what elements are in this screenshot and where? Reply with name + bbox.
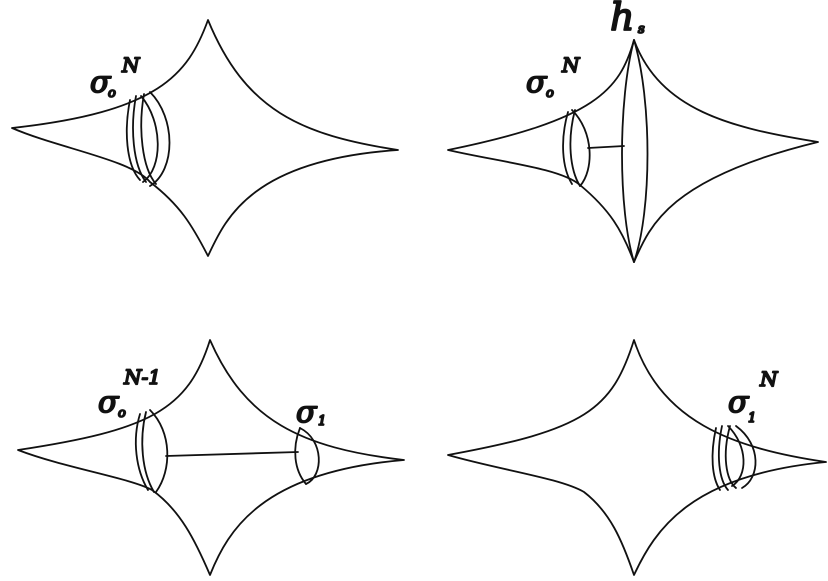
four-cusp-surface — [12, 20, 398, 256]
connecting-line — [588, 146, 624, 148]
sigma-superscript: N — [561, 53, 581, 77]
label-sigma: σ o N — [90, 53, 141, 101]
connecting-line — [166, 452, 298, 456]
label-sigma: σ 1 N — [728, 367, 779, 426]
sigma0-circles-stack — [136, 410, 168, 492]
four-cusp-surface — [18, 340, 404, 575]
label-sigma1: σ 1 — [296, 395, 326, 430]
sigma-subscript: o — [108, 86, 116, 101]
sigma-subscript: o — [546, 86, 554, 101]
sigma-symbol: σ — [728, 385, 750, 420]
sigma-circles-stack — [127, 92, 170, 186]
sigma-symbol: σ — [526, 65, 548, 100]
panel-top-left: σ o N — [12, 20, 398, 256]
separating-h-ellipse — [622, 40, 648, 262]
panel-bottom-right: σ 1 N — [448, 340, 826, 575]
h-symbol: h — [610, 0, 634, 39]
four-cusp-surface — [448, 40, 818, 262]
sigma-circles-stack — [563, 110, 590, 186]
sigma0-superscript: N-1 — [123, 365, 161, 389]
sigma-subscript: 1 — [748, 411, 756, 426]
sigma-superscript: N — [121, 53, 141, 77]
panel-top-right: σ o N h s — [448, 0, 818, 262]
label-h: h s — [610, 0, 645, 39]
sigma1-subscript: 1 — [318, 414, 326, 429]
sigma-circles-stack — [713, 426, 756, 490]
sigma0-symbol: σ — [98, 385, 120, 420]
label-sigma: σ o N — [526, 53, 581, 101]
sigma1-symbol: σ — [296, 395, 318, 430]
h-subscript: s — [638, 22, 645, 37]
sigma0-subscript: o — [118, 406, 126, 421]
panel-bottom-left: σ o N-1 σ 1 — [18, 340, 404, 575]
sigma-superscript: N — [759, 367, 779, 391]
sigma1-circle — [295, 428, 319, 484]
